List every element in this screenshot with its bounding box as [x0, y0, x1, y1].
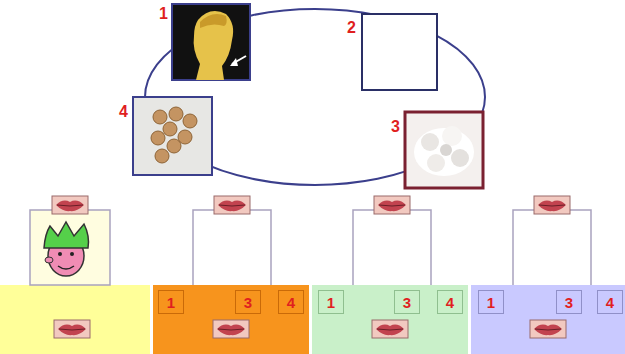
lips-image — [534, 196, 570, 214]
number-box: 4 — [597, 290, 623, 314]
callout-number: 4 — [287, 295, 295, 310]
number-box: 3 — [394, 290, 420, 314]
callout-number: 3 — [244, 295, 252, 310]
callout-number: 3 — [391, 119, 400, 135]
callout-number: 4 — [606, 295, 614, 310]
lips-image — [54, 320, 90, 338]
callout-number: 4 — [119, 104, 128, 120]
number-box: 3 — [235, 290, 261, 314]
number-box: 4 — [437, 290, 463, 314]
lips-image — [372, 320, 408, 338]
number-box: 1 — [158, 290, 184, 314]
callout-number: 4 — [446, 295, 454, 310]
tree-brackets — [30, 204, 591, 285]
orange-band — [153, 285, 309, 354]
head-photo — [172, 4, 250, 80]
callout-number: 1 — [167, 295, 175, 310]
callout-number: 2 — [347, 20, 356, 36]
number-box: 1 — [318, 290, 344, 314]
callout-number: 1 — [327, 295, 335, 310]
callout-number: 3 — [565, 295, 573, 310]
lips-image — [530, 320, 566, 338]
callout-number: 1 — [159, 6, 168, 22]
king-cartoon — [44, 222, 89, 276]
callout-number: 3 — [403, 295, 411, 310]
nuts-photo — [133, 97, 212, 175]
number-box: 1 — [478, 290, 504, 314]
lips-image — [374, 196, 410, 214]
callout-number: 1 — [487, 295, 495, 310]
green-band — [312, 285, 468, 354]
blue-band — [471, 285, 625, 354]
lips-image — [214, 196, 250, 214]
yellow-band — [0, 285, 150, 354]
lips-image — [213, 320, 249, 338]
rice-photo — [405, 112, 483, 188]
empty-box — [362, 14, 437, 90]
number-box: 3 — [556, 290, 582, 314]
number-box: 4 — [278, 290, 304, 314]
lips-image — [52, 196, 88, 214]
